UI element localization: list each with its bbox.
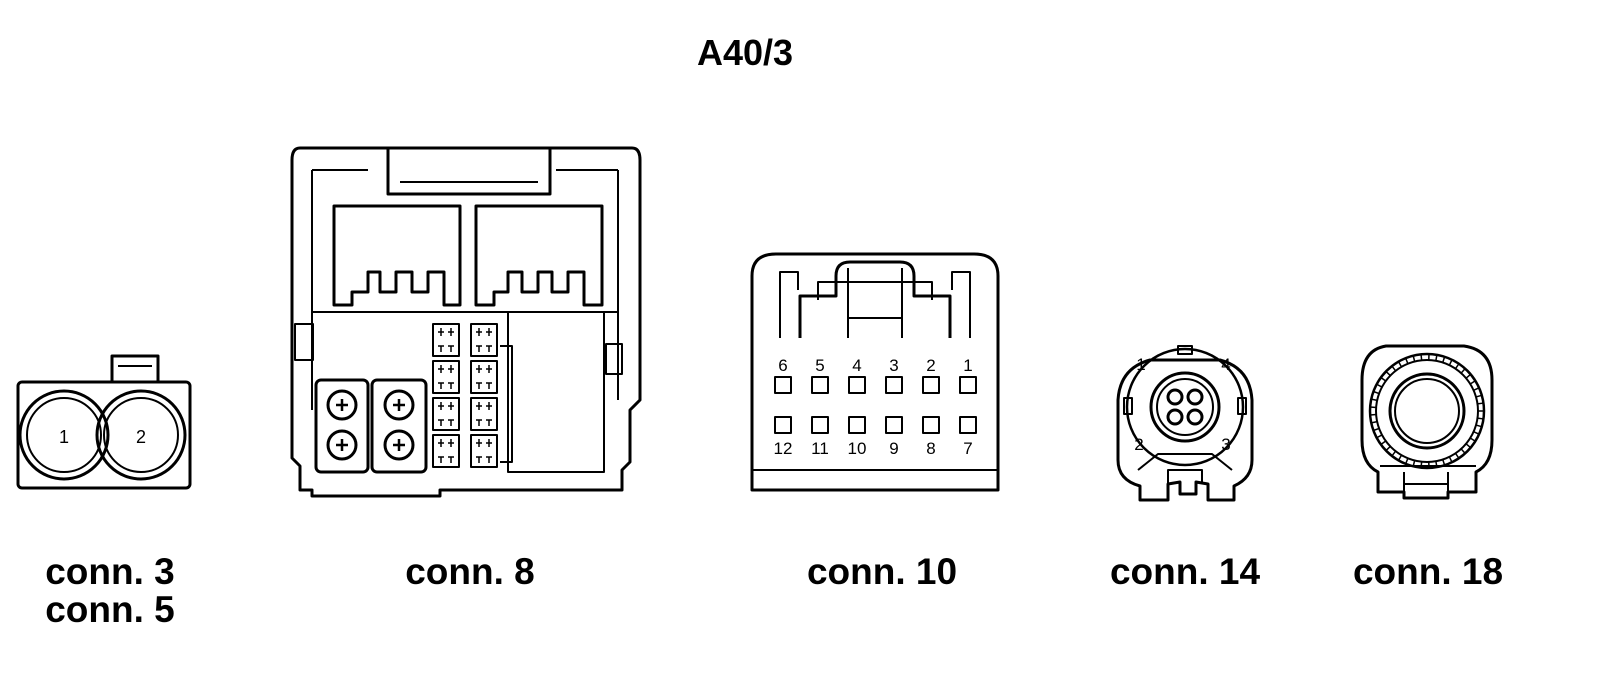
connector-3-5-drawing: 1 2 xyxy=(16,354,192,490)
conn-5-caption: conn. 5 xyxy=(45,589,175,630)
conn-10-pin xyxy=(848,376,866,394)
conn-10-caption: conn. 10 xyxy=(806,551,958,592)
conn-3-caption: conn. 3 xyxy=(45,551,175,592)
conn-10-pin-label: 9 xyxy=(889,439,898,458)
conn-10-pin-label: 3 xyxy=(889,356,898,375)
connector-8-drawing xyxy=(290,146,642,498)
conn-10-pin-label: 11 xyxy=(811,439,829,458)
conn-10-pin xyxy=(848,416,866,434)
conn-10-pin-label: 2 xyxy=(926,356,935,375)
conn-10-pin-label: 5 xyxy=(815,356,824,375)
conn-10-pin xyxy=(922,416,940,434)
diagram-title: A40/3 xyxy=(696,32,794,73)
conn-10-pin-label: 7 xyxy=(963,439,972,458)
conn-18-caption: conn. 18 xyxy=(1352,551,1504,592)
conn-3-pin-label: 1 xyxy=(59,427,69,447)
conn-14-pin-label: 2 xyxy=(1134,435,1143,454)
conn-10-pin xyxy=(774,376,792,394)
conn-10-pin xyxy=(811,416,829,434)
conn-10-pin xyxy=(959,376,977,394)
conn-8-signal-pin xyxy=(470,434,498,468)
conn-14-pin-label: 3 xyxy=(1221,435,1230,454)
conn-10-pin-label: 12 xyxy=(774,439,793,458)
conn-14-pin-label: 1 xyxy=(1136,355,1145,374)
connector-18-drawing xyxy=(1360,344,1494,500)
conn-14-pin-label: 4 xyxy=(1221,355,1230,374)
connector-14-drawing xyxy=(1116,345,1254,502)
conn-8-signal-pin xyxy=(432,323,460,357)
conn-10-pin xyxy=(922,376,940,394)
conn-10-pin-label: 1 xyxy=(963,356,972,375)
conn-10-pin xyxy=(959,416,977,434)
conn-8-caption: conn. 8 xyxy=(405,551,535,592)
conn-8-signal-pin xyxy=(470,323,498,357)
conn-8-signal-pin xyxy=(470,397,498,431)
conn-8-signal-pin xyxy=(432,434,460,468)
connector-10-drawing xyxy=(750,252,1000,492)
conn-10-pin-label: 10 xyxy=(848,439,867,458)
conn-8-signal-pin xyxy=(432,360,460,394)
conn-8-signal-pin xyxy=(432,397,460,431)
conn-10-pin xyxy=(885,376,903,394)
conn-10-pin-label: 8 xyxy=(926,439,935,458)
conn-10-pin-label: 4 xyxy=(852,356,861,375)
conn-8-signal-pin xyxy=(470,360,498,394)
conn-3-pin-label: 2 xyxy=(136,427,146,447)
conn-10-pin-label: 6 xyxy=(778,356,787,375)
conn-10-pin xyxy=(774,416,792,434)
conn-14-caption: conn. 14 xyxy=(1109,551,1261,592)
conn-10-pin xyxy=(811,376,829,394)
conn-10-pin xyxy=(885,416,903,434)
